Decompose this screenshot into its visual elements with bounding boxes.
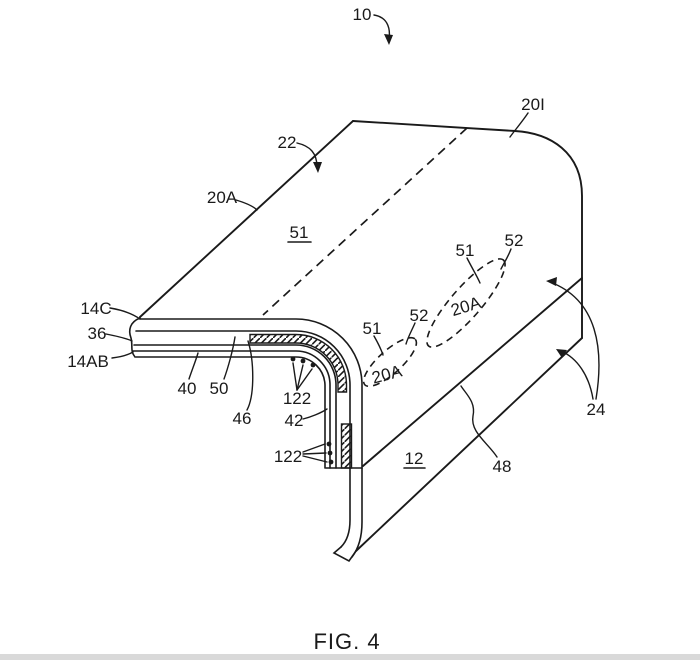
wall-below-cut-outer [351,467,363,558]
label-22: 22 [278,133,297,152]
arrowheads [313,34,567,358]
leader-50 [223,336,236,380]
leader-24-lower-arrow [560,350,594,400]
layer-line-3 [133,344,337,469]
label-51-surface: 51 [290,223,309,242]
dashed-centerline [262,127,468,316]
leader-52-upper [500,248,512,270]
label-122-lower: 122 [274,447,302,466]
dot [328,459,334,465]
window-upper-ellipse [426,258,506,348]
arrowhead-10 [384,34,393,45]
cross-section-layers [128,317,363,563]
leader-14AB [111,351,134,359]
dot [327,450,333,456]
bottom-page-strip [0,654,700,660]
arrowhead-24-upper [546,277,557,286]
leader-20I [509,112,529,138]
front-wall-top-edge [362,277,583,467]
label-24: 24 [587,400,606,419]
dot [300,358,306,364]
leader-46 [246,340,254,411]
leader-40 [188,352,199,380]
label-20I: 20I [521,95,545,114]
dot [310,362,316,368]
left-slant-edge [139,120,354,318]
leader-51-upper [466,257,481,284]
label-51-lower: 51 [363,319,382,338]
layer-line-5-inner [135,356,326,469]
leader-51-lower [373,335,384,356]
label-20A-top: 20A [207,188,238,207]
label-20A-upper: 20A [449,293,484,320]
label-10: 10 [353,5,372,24]
window-lower-ellipse [362,336,418,388]
leader-20A-top [235,199,258,211]
label-14C: 14C [80,299,111,318]
figure-caption: FIG. 4 [313,629,380,654]
arrowhead-22 [313,162,322,173]
layer-line-1-outer [139,318,363,469]
hatch-band-upper-shape [249,333,348,393]
reference-labels: 10 22 20A 20I 51 51 52 20A 51 52 20A 14C… [67,5,605,476]
label-52-lower: 52 [410,306,429,325]
leader-52-lower [405,322,416,345]
layer-line-2 [135,330,351,469]
component-dots-upper [290,356,316,391]
leader-24-upper-arrow [549,281,600,400]
label-14AB: 14AB [67,352,109,371]
hatch-band-upper [249,333,348,393]
component-dots-lower [302,441,334,465]
label-122-upper: 122 [283,389,311,408]
label-42: 42 [285,411,304,430]
dot [326,441,332,447]
layer-line-4 [132,350,331,469]
label-46: 46 [233,409,252,428]
label-40: 40 [178,379,197,398]
label-12: 12 [405,449,424,468]
hatch-bar-lower [340,423,353,469]
front-wall-bottom-edge [355,337,583,552]
arrowhead-24-lower [556,349,567,358]
leader-36 [105,333,133,342]
device-outline [139,120,583,552]
dashed-window-lower [362,336,418,388]
leader-42 [302,408,328,420]
leader-14C [109,307,141,320]
label-51-upper: 51 [456,241,475,260]
label-36: 36 [88,324,107,343]
label-48: 48 [493,457,512,476]
leader-48 [460,385,498,458]
label-50: 50 [210,379,229,398]
dot [290,356,296,362]
wall-torn-tip [332,546,357,563]
wall-below-cut-inner [340,467,351,548]
label-52-upper: 52 [505,231,524,250]
top-edge-and-right-edge [352,120,583,339]
hatch-bar-lower-shape [340,423,353,469]
label-20A-lower: 20A [370,361,405,387]
dashed-window-upper [426,258,506,348]
